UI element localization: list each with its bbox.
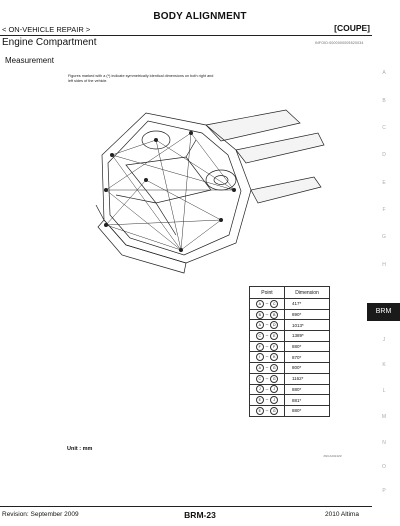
index-letter[interactable]: O (382, 464, 386, 470)
point-cell: A–G (249, 362, 285, 374)
point-from: B (255, 310, 264, 319)
dimension-cell: 417* (284, 298, 330, 310)
dimension-cell: 880* (284, 340, 330, 353)
point-cell: J–J (249, 383, 285, 396)
point-to: F (270, 342, 279, 351)
column-header-dimension: Dimension (284, 286, 330, 299)
index-letter[interactable]: L (382, 388, 386, 394)
dimension-cell: 880* (284, 404, 330, 417)
point-from: E (255, 406, 264, 415)
page-number: BRM-23 (184, 510, 216, 520)
column-header-point: Point (249, 286, 285, 299)
dimension-cell: 880* (284, 383, 330, 396)
dimension-cell: 800* (284, 362, 330, 374)
figure-code: JSKIA2024ZZ (323, 454, 342, 458)
point-cell: A–D (249, 319, 285, 332)
point-from: E (255, 396, 264, 405)
unit-label: Unit : mm (67, 446, 93, 452)
table-header-row: Point Dimension (249, 286, 330, 299)
point-to: J (270, 385, 279, 394)
point-to: J (270, 396, 279, 405)
point-cell: F–F (249, 340, 285, 353)
index-letter[interactable]: G (382, 234, 386, 240)
index-letter[interactable]: M (381, 414, 387, 420)
point-from: F (255, 342, 264, 351)
footer-divider (0, 506, 372, 507)
point-to: D (270, 321, 279, 330)
brm-section-tab[interactable]: BRM (367, 303, 400, 321)
index-letter[interactable]: D (382, 152, 386, 158)
point-from: C (255, 374, 264, 383)
model-year: 2010 Altima (325, 511, 359, 518)
point-from: C (255, 331, 264, 340)
point-to: G (270, 374, 279, 383)
point-to: K (270, 353, 279, 362)
point-cell: I–K (249, 351, 285, 364)
point-to: G (270, 363, 279, 372)
measurement-heading: Measurement (5, 56, 54, 65)
index-letter[interactable]: N (382, 440, 386, 446)
dimension-cell: 890* (284, 308, 330, 321)
point-to: G (270, 406, 279, 415)
document-title: BODY ALIGNMENT (153, 11, 247, 22)
point-cell: E–J (249, 394, 285, 406)
engine-compartment-diagram (95, 109, 325, 274)
info-id: INFOID:0000000005520034 (315, 41, 364, 45)
dimension-cell: 1013* (284, 319, 330, 332)
dimension-cell: 870* (284, 351, 330, 364)
index-letter[interactable]: P (382, 488, 386, 494)
revision-label: Revision: September 2009 (2, 511, 79, 518)
index-letter[interactable]: H (382, 262, 386, 268)
point-cell: E–G (249, 404, 285, 417)
index-letter[interactable]: A (382, 70, 386, 76)
dimension-cell: 1162* (284, 372, 330, 385)
index-letter[interactable]: F (382, 207, 386, 213)
point-to: E (270, 331, 279, 340)
header-divider (0, 35, 372, 36)
point-cell: A–C (249, 298, 285, 310)
point-cell: B–B (249, 308, 285, 321)
point-from: A (255, 321, 264, 330)
point-from: A (255, 363, 264, 372)
index-letter[interactable]: B (382, 98, 386, 104)
point-cell: C–G (249, 372, 285, 385)
point-to: C (270, 299, 279, 308)
point-to: B (270, 310, 279, 319)
index-letter[interactable]: C (382, 125, 386, 131)
point-cell: C–E (249, 330, 285, 342)
section-label: < ON-VEHICLE REPAIR > (2, 25, 91, 34)
dimension-cell: 1389* (284, 330, 330, 342)
model-label: [COUPE] (334, 23, 370, 33)
page-heading: Engine Compartment (2, 37, 97, 48)
point-from: A (255, 299, 264, 308)
figure-note: Figures marked with a (*) indicate symme… (68, 74, 214, 83)
index-letter[interactable]: K (382, 362, 386, 368)
index-letter[interactable]: E (382, 180, 386, 186)
index-letter[interactable]: J (382, 337, 386, 343)
point-from: I (255, 353, 264, 362)
dimension-cell: 881* (284, 394, 330, 406)
point-from: J (255, 385, 264, 394)
